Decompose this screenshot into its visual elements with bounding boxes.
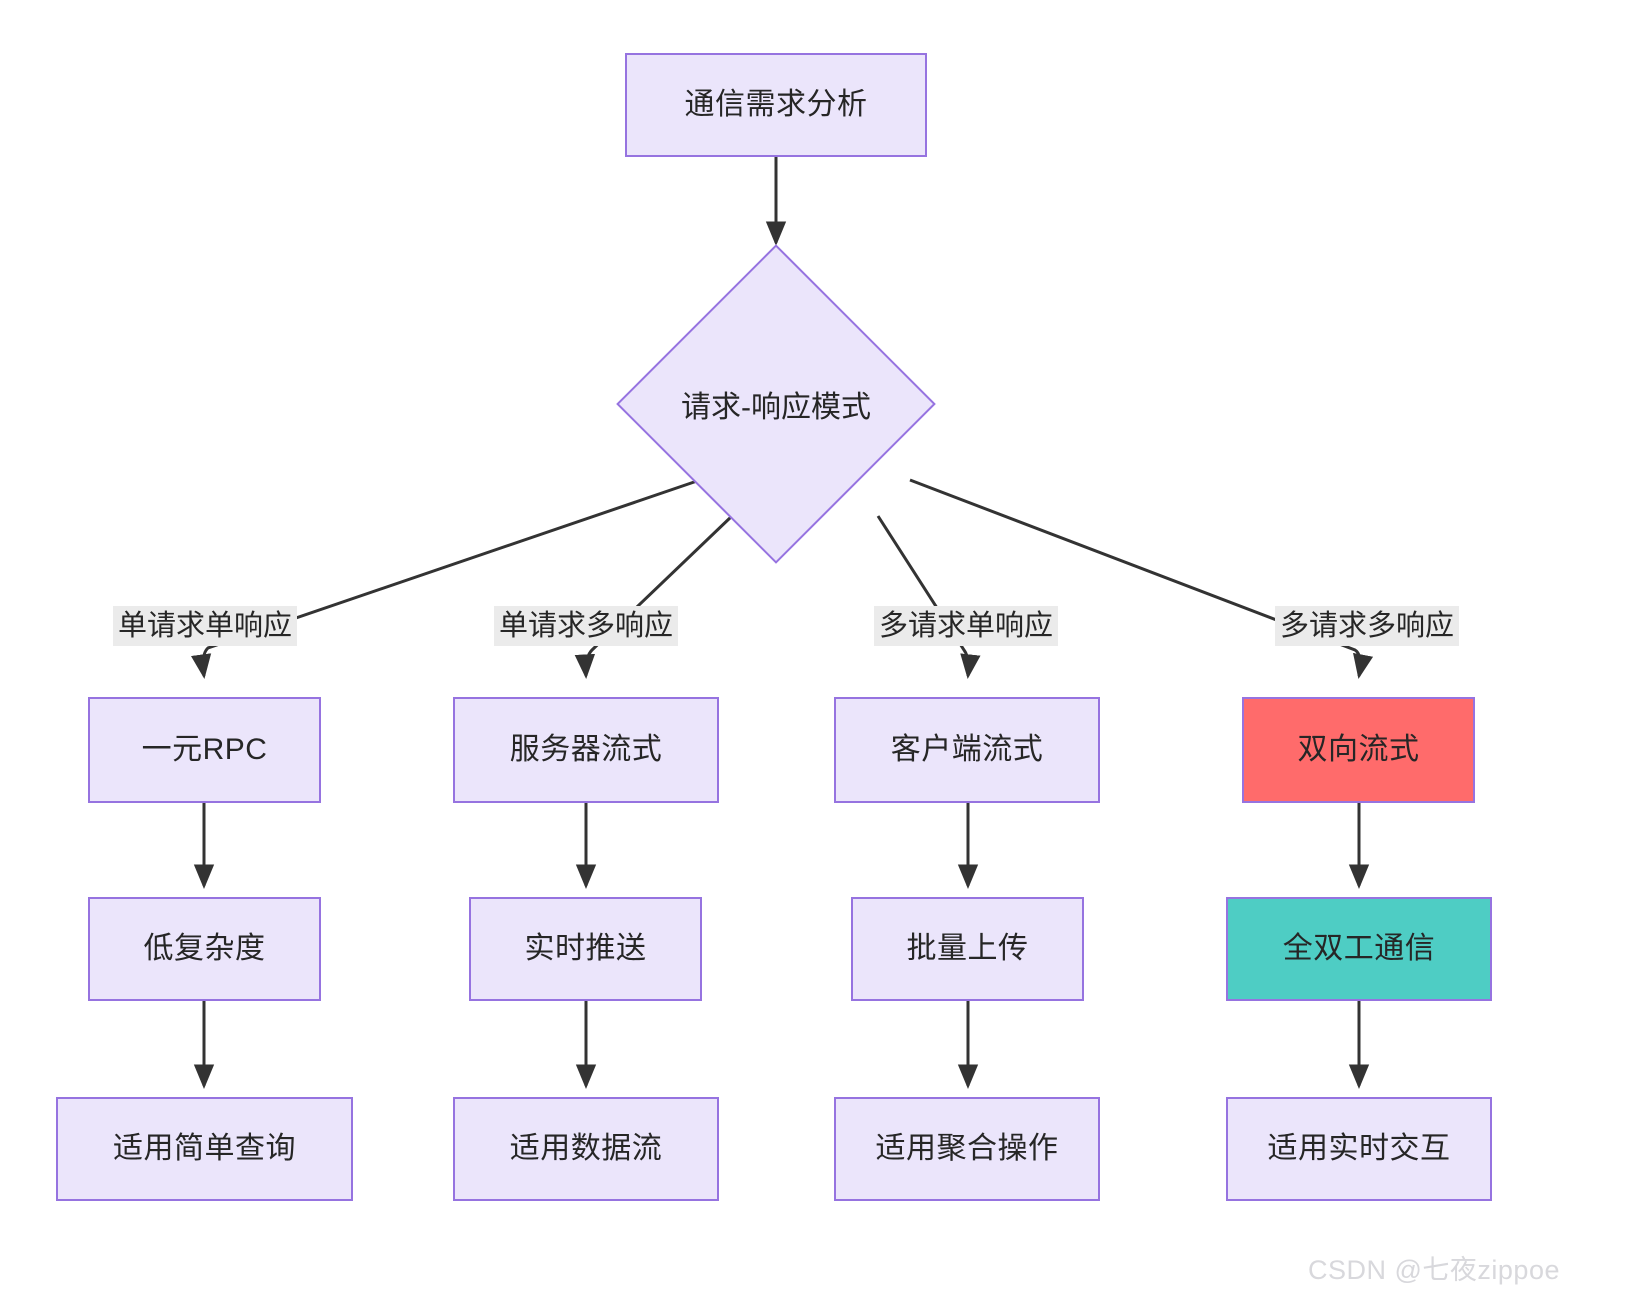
node-label: 实时推送: [524, 932, 647, 965]
node-bidirectional-streaming[interactable]: 双向流式: [1242, 697, 1475, 803]
node-low-complexity[interactable]: 低复杂度: [88, 897, 321, 1001]
node-unary-rpc[interactable]: 一元RPC: [88, 697, 321, 803]
node-label: 批量上传: [906, 932, 1029, 965]
node-label: 全双工通信: [1282, 932, 1436, 965]
node-label: 低复杂度: [143, 932, 266, 965]
node-label: 通信需求分析: [684, 88, 868, 121]
node-request-response-mode[interactable]: 请求-响应模式: [616, 244, 936, 564]
edge-label-multi-request-multi-response: 多请求多响应: [1274, 606, 1460, 647]
node-batch-upload[interactable]: 批量上传: [851, 897, 1084, 1001]
node-server-streaming[interactable]: 服务器流式: [453, 697, 719, 803]
csdn-watermark: CSDN @七夜zippoe: [1308, 1248, 1560, 1287]
node-communication-requirement-analysis[interactable]: 通信需求分析: [625, 53, 927, 157]
edge-label-multi-request-single-response: 多请求单响应: [873, 606, 1059, 647]
node-suitable-aggregate-operation[interactable]: 适用聚合操作: [834, 1097, 1100, 1201]
node-label: 一元RPC: [141, 733, 268, 766]
edge-decision-to-col3: [876, 515, 981, 679]
node-suitable-simple-query[interactable]: 适用简单查询: [56, 1097, 353, 1201]
node-label: 适用简单查询: [113, 1132, 296, 1165]
node-label: 客户端流式: [890, 733, 1044, 766]
edge-decision-to-col1: [190, 478, 701, 679]
node-label: 双向流式: [1297, 733, 1420, 766]
node-label: 请求-响应模式: [681, 391, 871, 424]
edge-label-single-request-multi-response: 单请求多响应: [493, 606, 679, 647]
node-suitable-realtime-interaction[interactable]: 适用实时交互: [1226, 1097, 1492, 1201]
edge-label-text: 多请求多响应: [1279, 610, 1455, 642]
node-label: 适用聚合操作: [875, 1132, 1059, 1165]
node-full-duplex-communication[interactable]: 全双工通信: [1226, 897, 1492, 1001]
watermark-text: CSDN @七夜zippoe: [1308, 1255, 1560, 1285]
node-label: 适用数据流: [509, 1132, 663, 1165]
node-client-streaming[interactable]: 客户端流式: [834, 697, 1100, 803]
node-label: 适用实时交互: [1267, 1132, 1451, 1165]
edge-label-text: 多请求单响应: [878, 610, 1054, 642]
node-label: 服务器流式: [509, 733, 663, 766]
edge-label-text: 单请求多响应: [498, 610, 674, 642]
edge-label-text: 单请求单响应: [117, 610, 293, 642]
edge-decision-to-col4: [909, 478, 1374, 679]
node-realtime-push[interactable]: 实时推送: [469, 897, 702, 1001]
node-suitable-data-stream[interactable]: 适用数据流: [453, 1097, 719, 1201]
edge-decision-to-col2: [574, 514, 734, 679]
edge-label-single-request-single-response: 单请求单响应: [112, 606, 298, 647]
